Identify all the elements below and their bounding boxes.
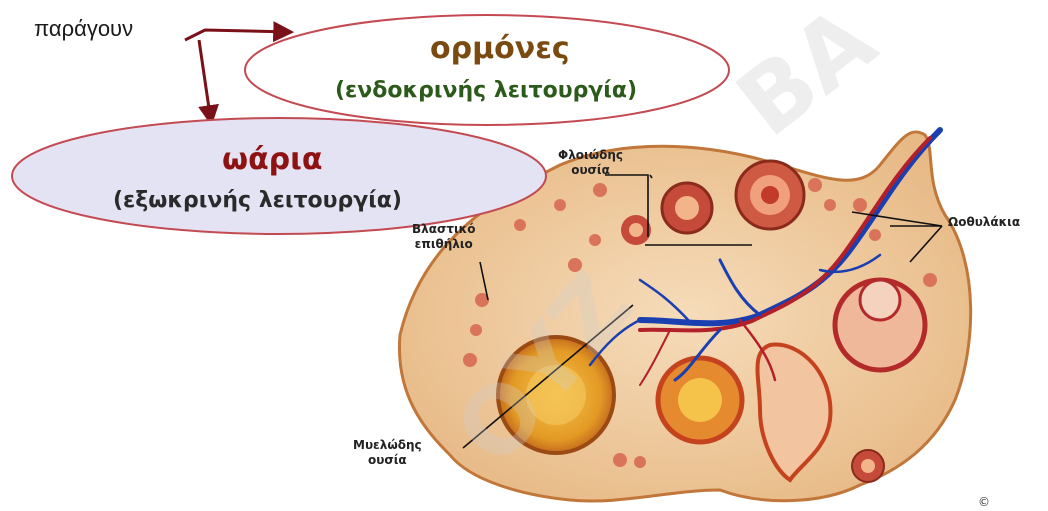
medulla-label: Μυελώδης ουσία <box>353 438 422 468</box>
medulla-label-line2: ουσία <box>353 453 422 468</box>
hormones-subtitle: (ενδοκρινής λειτουργία) <box>335 78 637 103</box>
eggs-subtitle: (εξωκρινής λειτουργία) <box>113 188 402 213</box>
copyright-mark: © <box>978 495 990 509</box>
germinal-epithelium-label: Βλαστικό επιθήλιο <box>412 222 475 252</box>
germinal-label-line2: επιθήλιο <box>412 237 475 252</box>
produce-label: παράγουν <box>34 16 133 42</box>
cortex-label-line2: ουσία <box>558 163 623 178</box>
watermark: BA <box>718 0 895 157</box>
germinal-label-line1: Βλαστικό <box>412 222 475 237</box>
hormones-title: ορμόνες <box>430 31 570 66</box>
medulla-label-line1: Μυελώδης <box>353 438 422 453</box>
cortex-label: Φλοιώδης ουσία <box>558 148 623 178</box>
follicles-label: Ωοθυλάκια <box>948 215 1020 230</box>
eggs-title: ωάρια <box>222 142 322 177</box>
cortex-label-line1: Φλοιώδης <box>558 148 623 163</box>
